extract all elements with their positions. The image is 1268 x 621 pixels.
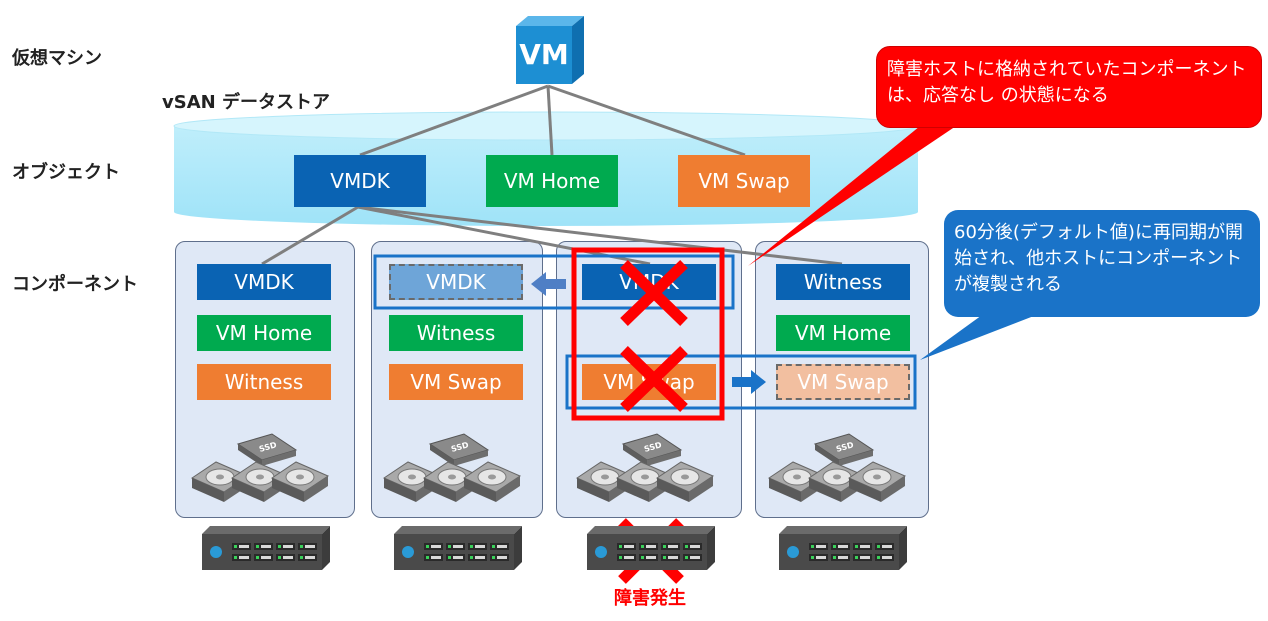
- hdd-icon: [655, 461, 715, 502]
- object-vmdk: VMDK: [294, 155, 426, 207]
- failed-host-frame: [571, 247, 725, 421]
- server-icon: [779, 526, 907, 570]
- component-row-label: コンポーネント: [12, 274, 138, 295]
- red-callout: 障害ホストに格納されていたコンポーネントは、応答なし の状態になる: [876, 46, 1262, 128]
- resync-frame-vmdk: [373, 254, 735, 310]
- resync-frame-swap: [565, 354, 917, 410]
- hdd-icon: [270, 461, 330, 502]
- disk-stack-icon: SSD: [575, 433, 715, 502]
- resync-arrow-right: [732, 370, 766, 394]
- h4-component-vm-swap-replica: VM Swap: [776, 364, 910, 400]
- blue-callout: 60分後(デフォルト値)に再同期が開始され、他ホストにコンポーネントが複製される: [944, 210, 1260, 317]
- server-icon: [394, 526, 522, 570]
- h2-component-vmdk-replica: VMDK: [389, 264, 523, 300]
- h1-component-vmdk: VMDK: [197, 264, 331, 300]
- ssd-icon: SSD: [236, 433, 298, 466]
- server-icon: [202, 526, 330, 570]
- datastore-label: vSAN データストア: [162, 92, 330, 113]
- hdd-icon: [847, 461, 907, 502]
- h4-component-witness: Witness: [776, 264, 910, 300]
- h2-component-witness: Witness: [389, 315, 523, 351]
- h2-component-vm-swap: VM Swap: [389, 364, 523, 400]
- ssd-icon: SSD: [621, 433, 683, 466]
- failure-label: 障害発生: [614, 588, 686, 609]
- vm-row-label: 仮想マシン: [12, 48, 102, 69]
- object-vm-swap: VM Swap: [678, 155, 810, 207]
- vm-cube-icon: [516, 16, 584, 84]
- disk-stack-icon: SSD: [767, 433, 907, 502]
- disk-stack-icon: SSD: [190, 433, 330, 502]
- ssd-icon: SSD: [428, 433, 490, 466]
- h4-component-vm-home: VM Home: [776, 315, 910, 351]
- red-callout-tail: [748, 122, 962, 266]
- h1-component-witness: Witness: [197, 364, 331, 400]
- disk-stack-icon: SSD: [382, 433, 522, 502]
- object-vm-home: VM Home: [486, 155, 618, 207]
- h1-component-vm-home: VM Home: [197, 315, 331, 351]
- vm-label: VM: [519, 37, 569, 71]
- object-row-label: オブジェクト: [12, 162, 120, 183]
- ssd-icon: SSD: [813, 433, 875, 466]
- resync-arrow-left: [531, 272, 566, 296]
- hdd-icon: [462, 461, 522, 502]
- server-icon: [587, 526, 715, 570]
